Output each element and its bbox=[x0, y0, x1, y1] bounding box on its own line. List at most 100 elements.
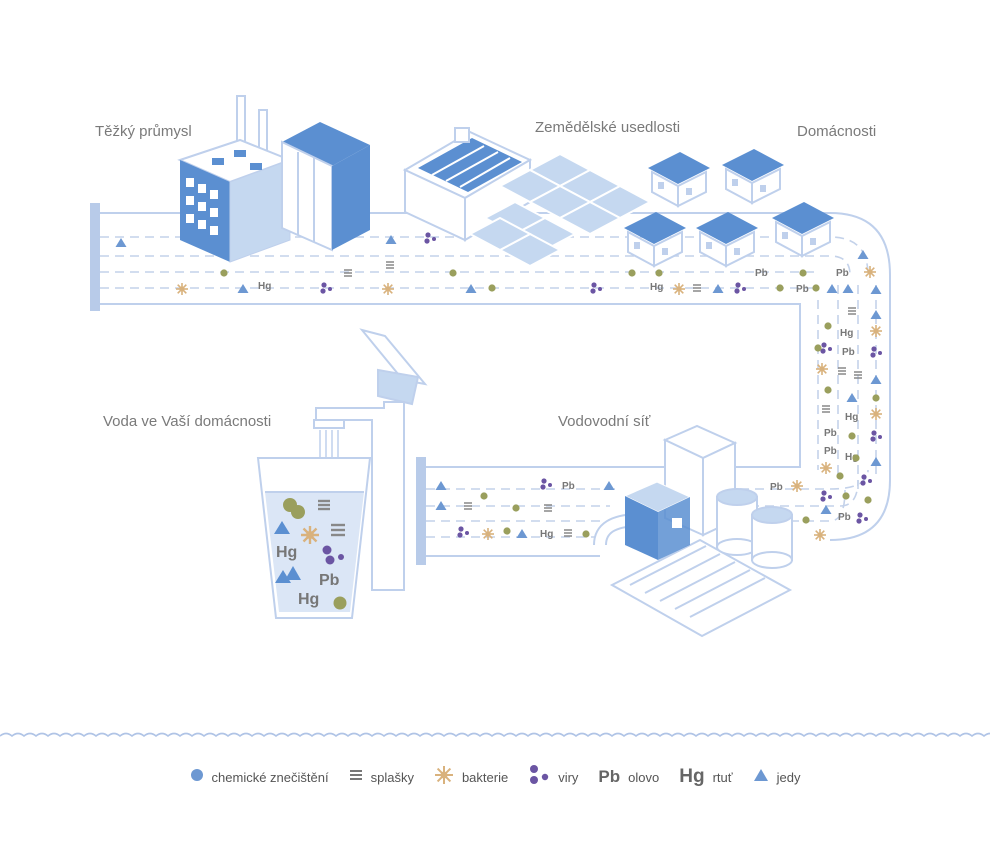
bacteria-star-icon bbox=[481, 527, 495, 541]
mercury-text-icon: Hg bbox=[840, 328, 853, 339]
bacteria-star-icon bbox=[815, 362, 829, 376]
bottom-pipe-end-cap bbox=[416, 457, 426, 565]
olive-dot-icon bbox=[776, 284, 784, 292]
legend-label-lead: olovo bbox=[628, 769, 660, 785]
olive-dot-icon bbox=[628, 269, 636, 277]
virus-dots-icon bbox=[540, 478, 552, 490]
legend-item-poison: jedy bbox=[753, 768, 801, 787]
poison-triangle-icon bbox=[274, 521, 290, 534]
mercury-text-icon: Hg bbox=[845, 412, 858, 423]
olive-dot-icon bbox=[814, 344, 822, 352]
olive-dot-icon bbox=[842, 492, 850, 500]
pipe-inner-edge bbox=[100, 303, 801, 468]
olive-dot-icon bbox=[812, 284, 820, 292]
legend-label-chemical: chemické znečištění bbox=[211, 769, 329, 785]
legend-label-poison: jedy bbox=[776, 769, 801, 785]
olive-dot-icon bbox=[582, 530, 590, 538]
bacteria-star-icon bbox=[381, 282, 395, 296]
poison-triangle-icon bbox=[115, 238, 127, 247]
label-households: Domácnosti bbox=[797, 123, 876, 140]
olive-dot-icon bbox=[824, 322, 832, 330]
olive-dot-icon bbox=[512, 504, 520, 512]
legend-label-virus: viry bbox=[558, 769, 579, 785]
lead-text-icon: Pb bbox=[755, 268, 768, 279]
label-agriculture: Zemědělské usedlosti bbox=[535, 119, 680, 136]
mercury-text-icon: Hg bbox=[679, 766, 705, 787]
olive-dot-icon bbox=[848, 432, 856, 440]
factory bbox=[177, 95, 370, 263]
mercury-text-icon: Hg bbox=[258, 281, 271, 292]
legend-item-bacteria: bakterie bbox=[434, 765, 508, 790]
houses bbox=[624, 149, 834, 268]
label-industry: Těžký průmysl bbox=[95, 123, 192, 140]
sewage-lines-icon bbox=[385, 261, 395, 269]
olive-dot-icon bbox=[799, 269, 807, 277]
poison-triangle-icon bbox=[870, 375, 882, 384]
poison-triangle-icon bbox=[842, 284, 854, 293]
legend-item-virus: viry bbox=[528, 764, 578, 791]
blue-dot-icon bbox=[190, 768, 204, 787]
top-pipe-end-cap bbox=[90, 203, 100, 311]
virus-dots-icon bbox=[860, 474, 872, 486]
mercury-text-icon: Hg bbox=[540, 529, 553, 540]
sewage-lines-icon bbox=[563, 529, 573, 537]
poison-triangle-icon bbox=[753, 768, 769, 787]
bacteria-star-icon bbox=[819, 461, 833, 475]
poison-triangle-icon bbox=[857, 250, 869, 259]
poison-triangle-icon bbox=[603, 481, 615, 490]
pipe-outer-edge bbox=[100, 212, 891, 541]
poison-triangle-icon bbox=[870, 310, 882, 319]
legend-label-sewage: splašky bbox=[370, 769, 414, 785]
top-pipe-flow-lines bbox=[100, 236, 869, 289]
virus-dots-icon bbox=[820, 342, 832, 354]
lead-text-icon: Pb bbox=[824, 446, 837, 457]
wave-divider bbox=[0, 732, 990, 738]
farm bbox=[402, 127, 653, 268]
olive-dot-icon bbox=[449, 269, 457, 277]
poison-triangle-icon bbox=[846, 393, 858, 402]
bacteria-star-icon bbox=[813, 528, 827, 542]
lead-text-icon: Pb bbox=[319, 572, 340, 589]
mercury-text-icon: Hg bbox=[845, 452, 858, 463]
virus-dots-icon bbox=[322, 545, 344, 565]
legend-item-mercury: Hg rtuť bbox=[679, 766, 732, 788]
sewage-lines-icon bbox=[847, 307, 857, 315]
olive-dot-icon bbox=[333, 596, 347, 610]
virus-dots-icon bbox=[457, 526, 469, 538]
bacteria-star-icon bbox=[790, 479, 804, 493]
virus-dots-icon bbox=[820, 490, 832, 502]
legend-label-mercury: rtuť bbox=[712, 769, 733, 785]
tank-right bbox=[751, 506, 793, 569]
olive-dot-icon bbox=[852, 454, 860, 462]
virus-dots-icon bbox=[528, 764, 550, 791]
legend: chemické znečištění splašky bakterie vir… bbox=[0, 762, 990, 792]
poison-triangle-icon bbox=[435, 481, 447, 490]
sewage-lines-icon bbox=[463, 502, 473, 510]
poison-triangle-icon bbox=[826, 284, 838, 293]
lead-text-icon: Pb bbox=[562, 481, 575, 492]
lead-text-icon: Pb bbox=[598, 767, 621, 786]
lead-text-icon: Pb bbox=[770, 482, 783, 493]
lead-text-icon: Pb bbox=[842, 347, 855, 358]
poison-triangle-icon bbox=[516, 529, 528, 538]
label-home-water: Voda ve Vaší domácnosti bbox=[103, 413, 271, 430]
bacteria-star-icon bbox=[863, 265, 877, 279]
olive-dot-icon bbox=[802, 516, 810, 524]
poison-triangle-icon bbox=[870, 457, 882, 466]
sewage-lines-icon bbox=[837, 367, 847, 375]
virus-dots-icon bbox=[856, 512, 868, 524]
sewage-lines-icon bbox=[331, 523, 345, 537]
olive-dot-icon bbox=[220, 269, 228, 277]
mercury-text-icon: Hg bbox=[650, 282, 663, 293]
sewage-lines-icon bbox=[821, 405, 831, 413]
mercury-text-icon: Hg bbox=[276, 544, 297, 561]
lead-text-icon: Pb bbox=[796, 284, 809, 295]
olive-dot-icon bbox=[864, 496, 872, 504]
olive-dot-icon bbox=[488, 284, 496, 292]
lead-text-icon: Pb bbox=[824, 428, 837, 439]
label-water-network: Vodovodní síť bbox=[558, 413, 651, 430]
water-plant bbox=[593, 424, 793, 638]
legend-label-bacteria: bakterie bbox=[461, 769, 509, 785]
sewage-lines-icon bbox=[692, 284, 702, 292]
